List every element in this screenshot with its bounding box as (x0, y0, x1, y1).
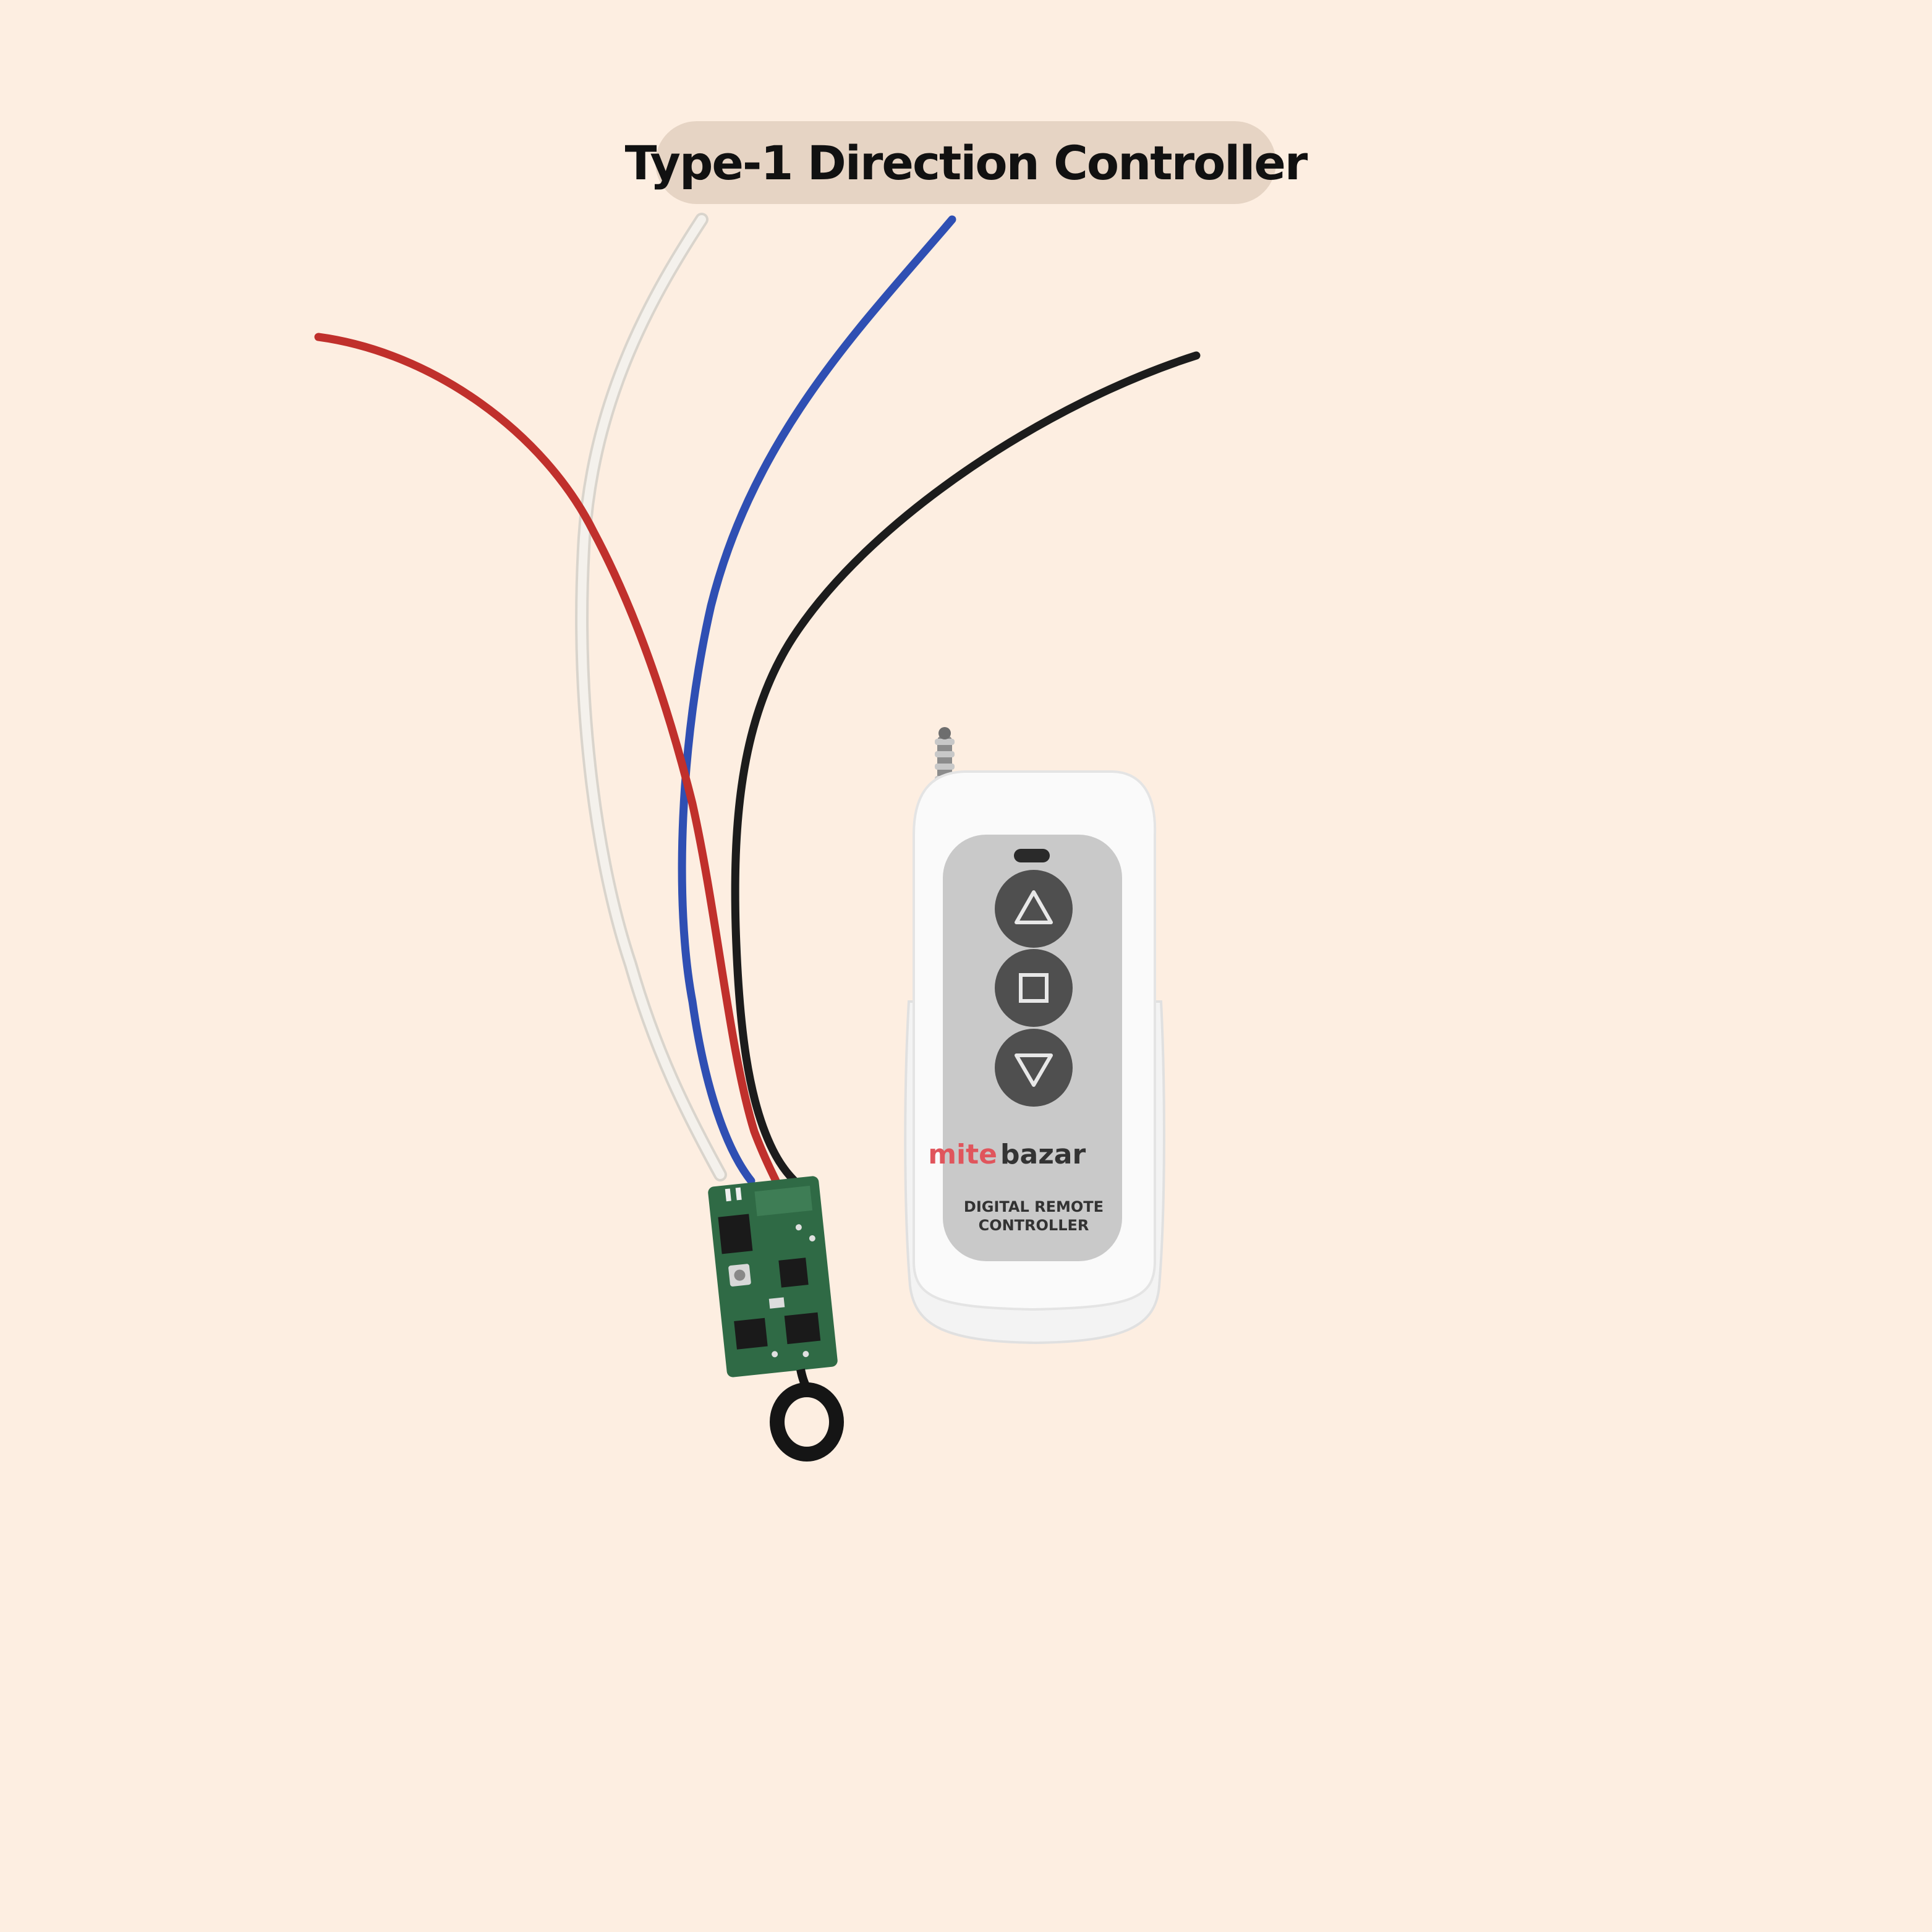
receiver-wires (314, 213, 1201, 1188)
title-badge: Type-1 Direction Controller (625, 121, 1308, 204)
down-button[interactable] (995, 1029, 1073, 1107)
brand-prefix: mite (928, 1139, 997, 1170)
brand-name: bazar (1000, 1139, 1086, 1170)
remote-control: mite bazar DIGITAL REMOTE CONTROLLER (904, 727, 1165, 1345)
down-arrow-icon (1015, 1053, 1053, 1087)
up-arrow-icon (1015, 890, 1053, 924)
brand-logo: mite bazar (928, 1139, 1086, 1170)
up-button[interactable] (995, 870, 1073, 948)
stop-square-icon (1019, 973, 1049, 1003)
red-wire (314, 333, 780, 1185)
stop-button[interactable] (995, 949, 1073, 1027)
page-title: Type-1 Direction Controller (624, 135, 1308, 190)
black-wire (731, 351, 1201, 1188)
remote-label-line2: CONTROLLER (979, 1217, 1089, 1234)
indicator-led (1014, 849, 1050, 862)
blue-wire (678, 215, 956, 1185)
remote-label-line1: DIGITAL REMOTE (964, 1198, 1104, 1215)
antenna-coil (770, 1382, 844, 1462)
receiver-board (708, 1176, 844, 1462)
